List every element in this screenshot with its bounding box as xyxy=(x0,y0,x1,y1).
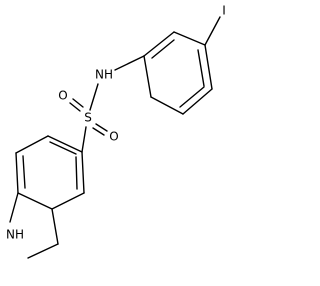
bond xyxy=(81,151,85,194)
oxygen-left-label: O xyxy=(58,89,67,103)
double-bond-inner xyxy=(197,49,205,87)
bond-nh-sulfur xyxy=(89,83,99,111)
double-bond-inner xyxy=(151,39,175,59)
indoline-benzene-ring xyxy=(15,135,85,210)
double-bond-inner xyxy=(179,86,205,108)
bond xyxy=(9,192,19,223)
iodophenyl-ring xyxy=(143,31,213,115)
bond xyxy=(173,31,206,46)
indoline-nh-label: NH xyxy=(6,228,24,242)
sulfur-atom-label: S xyxy=(84,111,92,125)
bond-s-o-left-a xyxy=(69,102,81,112)
bond xyxy=(17,192,53,210)
bond-c-iodine xyxy=(204,16,221,46)
bond xyxy=(150,96,184,115)
bond xyxy=(204,44,213,90)
oxygen-right-label: O xyxy=(109,130,118,144)
bond-ring-nh xyxy=(114,55,145,71)
iodine-atom-label: I xyxy=(222,4,226,18)
bond xyxy=(51,208,59,245)
bond-s-o-left-b xyxy=(72,98,84,108)
double-bond-inner xyxy=(49,141,77,155)
molecule-drawing: I NH S O O NH xyxy=(6,4,226,259)
indoline-pyrrolidine-ring xyxy=(9,192,59,259)
bond-s-o-right-a xyxy=(95,123,108,132)
bond xyxy=(15,135,49,154)
bond xyxy=(182,88,213,115)
bond-s-o-right-b xyxy=(92,127,105,136)
double-bond-inner xyxy=(22,155,26,189)
bond xyxy=(51,192,85,210)
bond xyxy=(27,243,59,259)
bond xyxy=(143,55,152,98)
double-bond-inner xyxy=(75,156,78,190)
chemical-structure-canvas: I NH S O O NH xyxy=(6,4,226,259)
bond-sulfur-indoline xyxy=(81,126,87,153)
amide-nh-label: NH xyxy=(95,68,113,82)
bond xyxy=(15,152,19,194)
bond xyxy=(47,135,83,153)
bond xyxy=(143,31,175,57)
